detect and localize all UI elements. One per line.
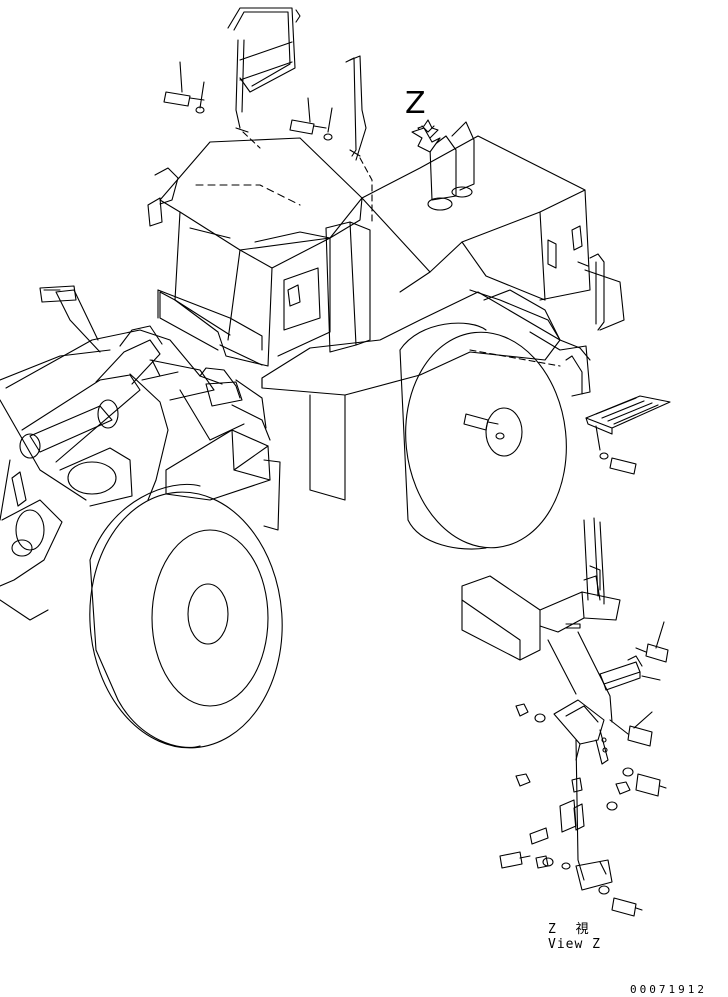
z-marker-label: Z — [405, 86, 426, 121]
rear-step — [464, 396, 670, 474]
rear-wheel — [395, 323, 577, 556]
view-label-japanese: Z 視 — [548, 922, 595, 937]
view-arrow-icon — [412, 128, 440, 152]
engine-hood — [362, 120, 624, 330]
rear-frame — [158, 222, 590, 500]
front-fender — [166, 380, 280, 530]
front-wheel — [81, 484, 290, 754]
roof-handrails — [228, 8, 372, 224]
view-label-english: View Z — [548, 937, 601, 952]
loader-arm — [0, 286, 244, 620]
document-number: 00071912 — [630, 983, 707, 996]
top-bolts — [164, 62, 332, 140]
operator-cab — [148, 138, 362, 366]
view-z-detail — [462, 518, 668, 916]
